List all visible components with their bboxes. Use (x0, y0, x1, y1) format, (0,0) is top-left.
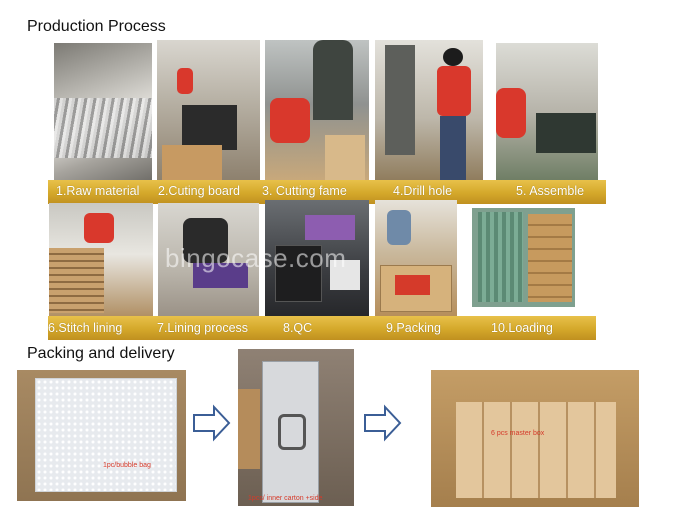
right-arrow-icon (363, 404, 403, 447)
step-label-1: 1.Raw material (56, 184, 140, 198)
photo-loading (472, 208, 575, 307)
step-label-7: 7.Lining process (157, 321, 249, 335)
inner-carton-note: 1pcs/ inner carton +side (248, 495, 323, 502)
step-label-9: 9.Packing (386, 321, 441, 335)
photo-bubble-bag: 1pc/bubble bag (17, 370, 186, 501)
step-label-3: 3. Cutting fame (262, 184, 347, 198)
photo-qc (265, 200, 369, 317)
bubble-bag-note: 1pc/bubble bag (103, 462, 151, 469)
step-label-10: 10.Loading (491, 321, 553, 335)
photo-cutting-board (157, 40, 260, 183)
master-box-note: 6 pcs master box (491, 430, 545, 437)
photo-lining-process (158, 203, 259, 317)
photo-raw-material (54, 43, 152, 183)
right-arrow-icon (192, 404, 232, 447)
photo-stitch-lining (49, 203, 153, 317)
photo-drill-hole (375, 40, 483, 183)
step-label-5: 5. Assemble (516, 184, 585, 198)
step-label-8: 8.QC (283, 321, 313, 335)
photo-cutting-frame (265, 40, 369, 183)
photo-inner-carton: 1pcs/ inner carton +side (238, 349, 354, 506)
photo-packing (375, 200, 457, 317)
step-label-6: 6.Stitch lining (48, 321, 123, 335)
step-label-2: 2.Cuting board (158, 184, 241, 198)
photo-assemble (496, 43, 598, 183)
step-label-4: 4.Drill hole (393, 184, 453, 198)
photo-master-box: 6 pcs master box (431, 370, 639, 507)
packing-delivery-heading: Packing and delivery (27, 345, 175, 362)
watermark-text: bingocase.com (165, 243, 347, 273)
step-bar-row2 (48, 316, 596, 340)
production-process-heading: Production Process (27, 18, 166, 35)
